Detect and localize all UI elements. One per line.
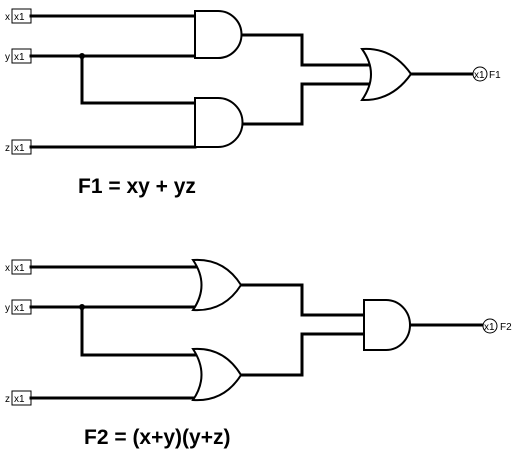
input-name-y: y [5,303,10,314]
junction-dot [79,53,85,59]
input-name-z: z [5,394,10,405]
and-gate-2 [194,97,244,148]
wires-f2 [29,265,484,400]
and-gate-1 [194,10,243,59]
equation-f2: F2 = (x+y)(y+z) [84,426,230,449]
output-pin-f2: x1 F2 [482,318,512,334]
wire-and2-to-or [238,82,372,126]
output-pin-circle [482,318,498,334]
wire-y-to-and2 [80,54,197,105]
junction-dot [79,304,85,310]
output-pin-f1: x1 F1 [472,66,501,82]
output-name: F2 [500,322,512,333]
or-gate-2 [191,347,243,402]
output-tag: x1 [484,322,495,333]
input-pin-y: y x1 [5,299,32,315]
input-tag: x1 [14,303,25,314]
input-pin-x: x x1 [5,259,32,275]
output-name: F1 [489,70,501,81]
input-name-y: y [5,52,10,63]
input-pin-z: z x1 [5,139,32,155]
output-tag: x1 [474,70,485,81]
input-tag: x1 [14,52,25,63]
input-tag: x1 [14,394,25,405]
input-tag: x1 [14,263,25,274]
input-name-x: x [5,263,10,274]
or-gate-1 [191,258,243,312]
input-pin-x: x x1 [5,8,32,24]
circuit-f1: x x1 y x1 z x1 [5,8,501,198]
input-pin-z: z x1 [5,390,32,406]
input-tag: x1 [14,12,25,23]
wire-or1-to-and [239,283,366,317]
equation-f1: F1 = xy + yz [78,175,196,198]
input-tag: x1 [14,143,25,154]
wire-y-to-or2 [80,305,202,357]
input-name-x: x [5,12,10,23]
input-pin-y: y x1 [5,48,32,64]
output-pin-circle [472,66,488,82]
input-name-z: z [5,143,10,154]
and-gate [363,299,411,351]
wire-and1-to-or [238,33,372,67]
wires-f1 [29,14,475,149]
circuit-f2: x x1 y x1 z x1 [5,258,512,449]
wire-or2-to-and [239,332,366,377]
or-gate [360,47,413,102]
